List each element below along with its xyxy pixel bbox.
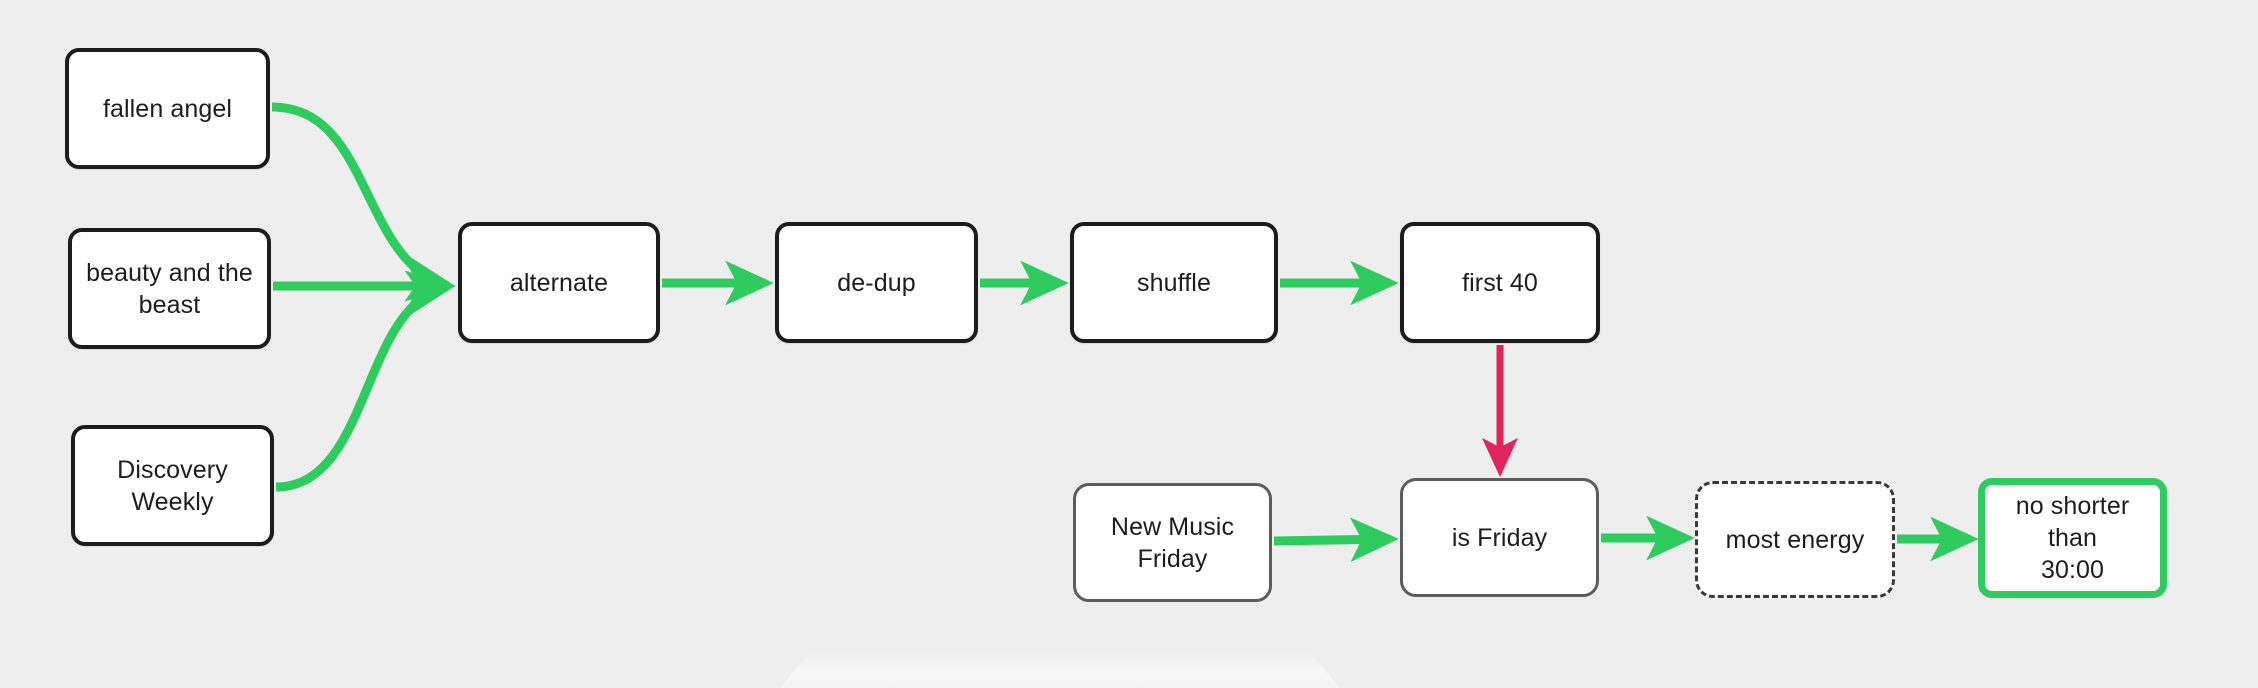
node-label: beauty and the beast (86, 258, 253, 319)
node-label: New Music Friday (1110, 512, 1235, 573)
node-label: Discovery Weekly (117, 455, 228, 516)
node-label: alternate (509, 268, 609, 297)
edge-new-music-friday-to-is-friday (1273, 517, 1399, 563)
node-alternate[interactable]: alternate (458, 222, 660, 343)
node-label: is Friday (1451, 523, 1548, 552)
node-first-40[interactable]: first 40 (1400, 222, 1600, 343)
node-label: no shorter than 30:00 (2015, 492, 2130, 584)
bottom-shadow-artifact (780, 648, 1340, 688)
node-label: first 40 (1462, 268, 1538, 297)
node-label: de-dup (837, 268, 916, 297)
node-discovery-weekly[interactable]: Discovery Weekly (71, 425, 274, 546)
node-label: fallen angel (102, 94, 233, 123)
node-beauty-and-the-beast[interactable]: beauty and the beast (68, 228, 271, 349)
node-most-energy[interactable]: most energy (1695, 481, 1895, 598)
node-shuffle[interactable]: shuffle (1070, 222, 1278, 343)
node-label: shuffle (1137, 268, 1211, 297)
node-no-shorter-than-30-00[interactable]: no shorter than 30:00 (1978, 478, 2167, 598)
node-new-music-friday[interactable]: New Music Friday (1073, 483, 1272, 602)
node-is-friday[interactable]: is Friday (1400, 478, 1599, 597)
node-label: most energy (1725, 525, 1865, 554)
node-de-dup[interactable]: de-dup (775, 222, 978, 343)
edge-discovery-weekly-to-alternate (275, 270, 456, 492)
node-fallen-angel[interactable]: fallen angel (65, 48, 270, 169)
edge-fallen-angel-to-alternate (271, 102, 456, 302)
